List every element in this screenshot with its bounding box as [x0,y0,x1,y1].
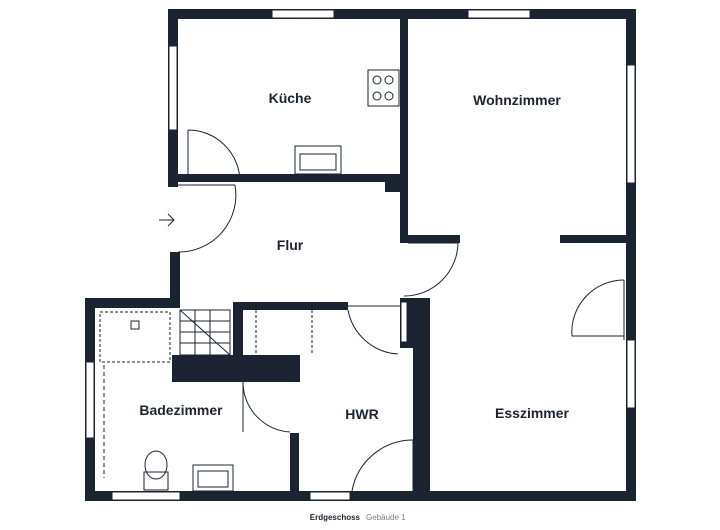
window-kitchen-top [271,9,335,19]
kitchen-sink [294,145,342,175]
door-hwr-top-swing [347,309,399,355]
room-label-kitchen: Küche [269,90,312,106]
stove-burner [384,75,394,85]
wall-living-stub [400,235,460,243]
stove-burner [384,91,394,101]
wall-stair-top [233,302,348,310]
shower [99,311,171,363]
room-label-hall: Flur [277,237,304,253]
windows [85,9,636,501]
wall-right [626,9,636,501]
shower-drain [130,320,140,330]
stair-diagonal [179,309,231,356]
walls [85,9,636,501]
wall-notch [385,174,408,192]
wall-stair-divider [233,302,243,380]
window-bath-bottom [111,491,181,501]
room-label-living: Wohnzimmer [473,92,561,108]
door-living-swing [403,242,459,297]
door-entrance-swing [177,184,237,253]
stove-burner [372,75,382,85]
wall-kitchen-living [400,9,408,243]
window-living-right [626,64,636,184]
door-dining-swing [571,279,625,337]
bath-sink [192,464,234,492]
room-label-bath: Badezimmer [139,402,223,418]
room-label-utility: HWR [345,406,378,422]
door-kitchen-swing [187,129,241,183]
stove-burner [372,91,382,101]
wall-left-hall [170,252,180,302]
window-bath-left [85,361,95,439]
doors [177,129,625,492]
fixtures [99,69,400,492]
door-hwr-out-swing [351,439,414,492]
stove [367,69,400,107]
wall-living-dining [560,235,636,243]
wall-bath-top [85,298,180,308]
wall-hwr-dining [413,298,430,501]
window-hall-pillar [400,301,408,343]
window-hwr-bottom [309,491,351,501]
kitchen-sink-basin [299,153,337,171]
footer-floor: Erdgeschoss [310,513,361,522]
toilet-bowl [144,450,168,480]
wall-bath-hwr [290,433,299,501]
window-kitchen-left [168,45,178,131]
wall-bottom [85,491,636,501]
entrance-arrow-icon [159,213,175,227]
door-bath-swing [242,381,291,433]
wall-bath-block [172,355,300,382]
toilet-tank [143,471,169,491]
room-label-dining: Esszimmer [495,405,569,421]
window-dining-right [626,339,636,409]
bath-sink-basin [197,470,229,488]
window-living-top [467,9,531,19]
wall-kitchen-hall [178,174,408,182]
footer-building: Gebäude 1 [366,513,406,522]
